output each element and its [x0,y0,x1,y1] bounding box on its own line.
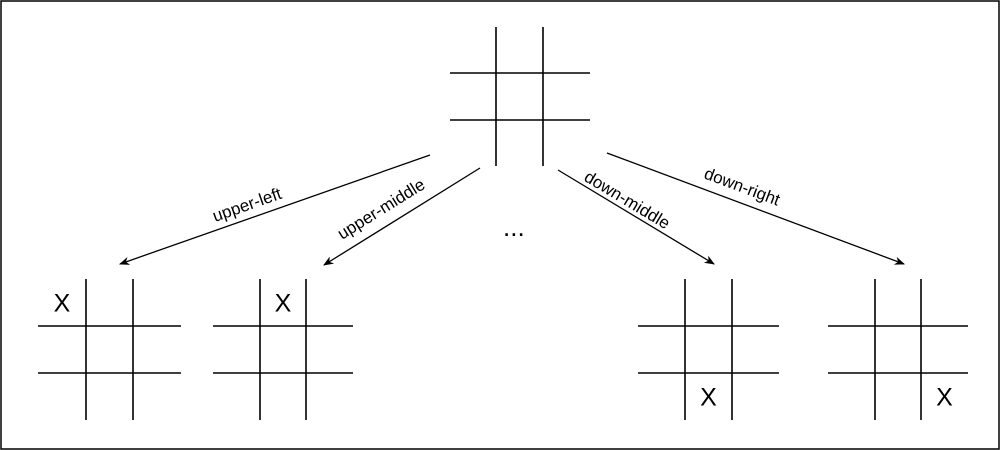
root-board [450,27,590,166]
down-middle-mark-x: X [700,384,717,412]
board-upper-left: X [38,279,181,420]
arrow-upper-middle [323,167,481,266]
arrow-upper-left [119,154,431,265]
board-down-right: X [828,279,968,420]
board-upper-middle: X [213,279,353,420]
board-down-middle: X [638,279,779,420]
ellipsis: ... [503,212,525,242]
upper-left-mark-x: X [54,290,71,318]
arrow-down-middle [557,169,715,265]
down-right-mark-x: X [936,384,953,412]
upper-middle-mark-x: X [275,290,292,318]
arrow-down-right [606,152,905,265]
